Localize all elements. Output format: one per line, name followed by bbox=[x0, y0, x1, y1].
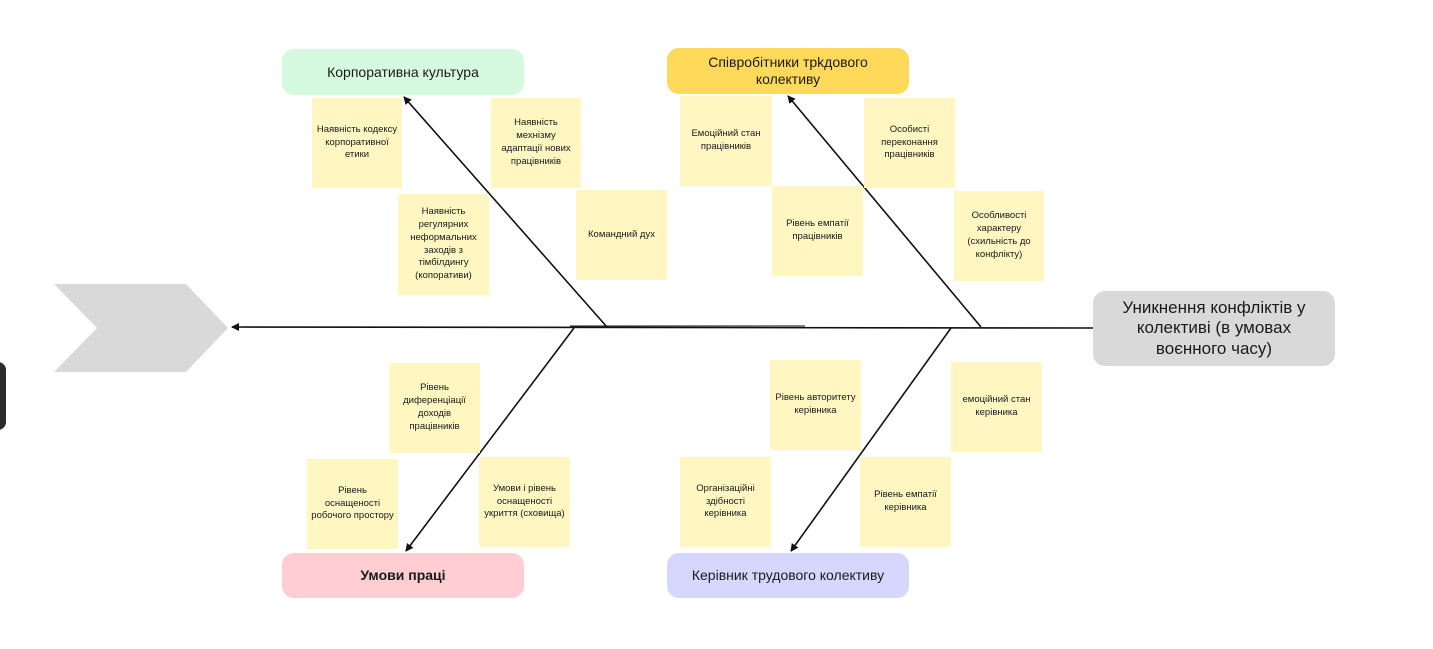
category-working-conditions[interactable]: Умови праці bbox=[282, 553, 524, 598]
branch-work-line bbox=[405, 327, 575, 552]
branch-staff-line bbox=[787, 95, 982, 328]
category-team-leader[interactable]: Керівник трудового колективу bbox=[667, 553, 909, 598]
sticky-note[interactable]: Умови і рівень оснащеності укриття (схов… bbox=[479, 457, 570, 547]
spine-line bbox=[231, 323, 1094, 332]
category-corporate-culture[interactable]: Корпоративна культура bbox=[282, 49, 524, 95]
sticky-note[interactable]: Командний дух bbox=[576, 190, 667, 280]
sticky-note[interactable]: Особисті переконання працівників bbox=[864, 98, 955, 188]
sticky-note[interactable]: емоційний стан керівника bbox=[951, 362, 1042, 452]
branch-leader-line bbox=[790, 327, 952, 552]
sticky-note[interactable]: Організаційні здібності керівника bbox=[680, 457, 771, 547]
sticky-note[interactable]: Рівень емпатії керівника bbox=[860, 457, 951, 547]
sticky-note[interactable]: Рівень оснащеності робочого простору bbox=[307, 459, 398, 549]
sticky-note[interactable]: Наявність мехнізму адаптації нових праці… bbox=[491, 98, 581, 188]
sticky-note[interactable]: Наявність кодексу корпоративної етики bbox=[312, 98, 402, 188]
sticky-note[interactable]: Рівень емпатії працівників bbox=[772, 186, 863, 276]
category-staff[interactable]: Співробітники трkдового колективу bbox=[667, 48, 909, 94]
branch-culture-line bbox=[403, 96, 608, 328]
sticky-note[interactable]: Емоційний стан працівників bbox=[680, 96, 772, 186]
sticky-note[interactable]: Наявність регулярних неформальних заході… bbox=[398, 194, 489, 295]
sticky-note[interactable]: Рівень диференціації доходів працівників bbox=[389, 363, 480, 453]
side-panel-tab[interactable] bbox=[0, 362, 6, 430]
fish-tail-shape bbox=[54, 284, 228, 372]
sticky-note[interactable]: Рівень авторитету керівника bbox=[770, 360, 861, 450]
sticky-note[interactable]: Особливості характеру (схильність до кон… bbox=[954, 191, 1044, 281]
effect-head[interactable]: Уникнення конфліктів у колективі (в умов… bbox=[1093, 291, 1335, 366]
